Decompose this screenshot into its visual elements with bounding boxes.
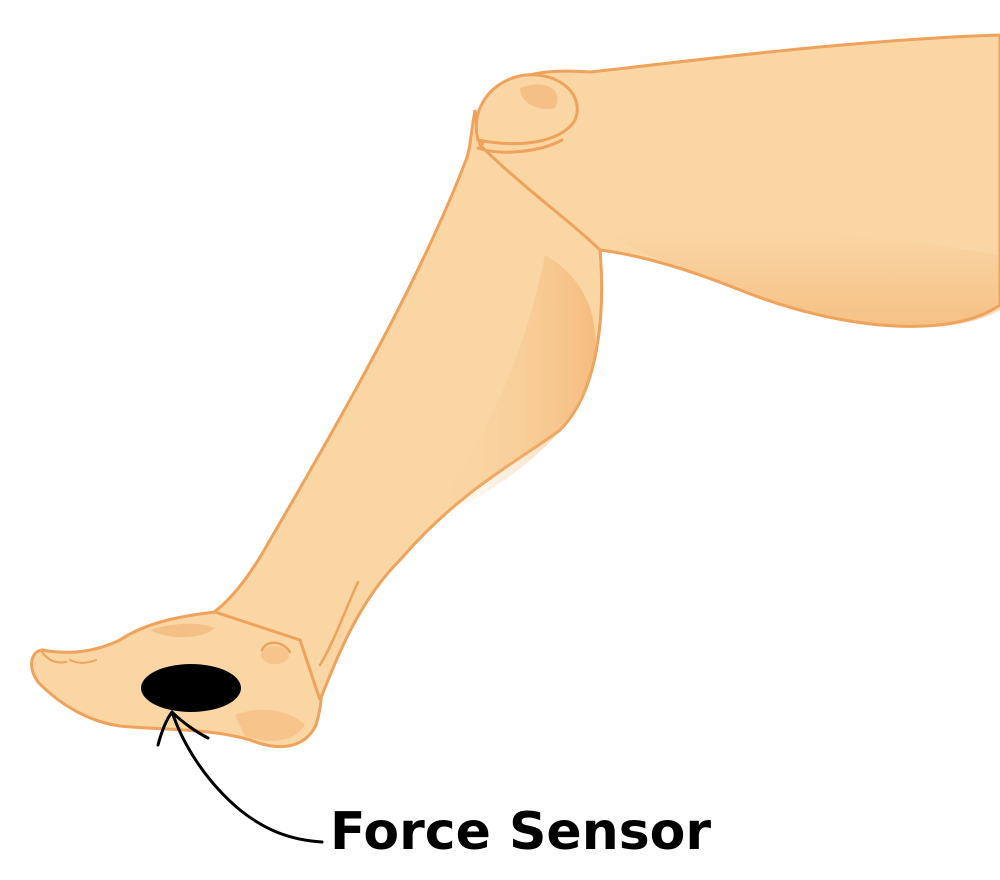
instep-shadow (150, 623, 215, 638)
callout-arrow (170, 710, 324, 844)
heel-shadow (235, 709, 305, 741)
knee-crease (476, 138, 564, 154)
toe-lines (41, 651, 97, 664)
arrow-head (156, 710, 210, 747)
knee-highlight (520, 84, 558, 110)
achilles-line (318, 580, 360, 667)
lower-leg (207, 109, 604, 703)
ankle-highlight (261, 646, 289, 664)
force-sensor-label: Force Sensor (330, 802, 712, 862)
calf-shadow (425, 255, 596, 525)
knee-cap (474, 73, 579, 146)
ankle-bone (260, 641, 292, 654)
force-sensor (141, 664, 241, 712)
thigh-shadow (612, 228, 1000, 328)
